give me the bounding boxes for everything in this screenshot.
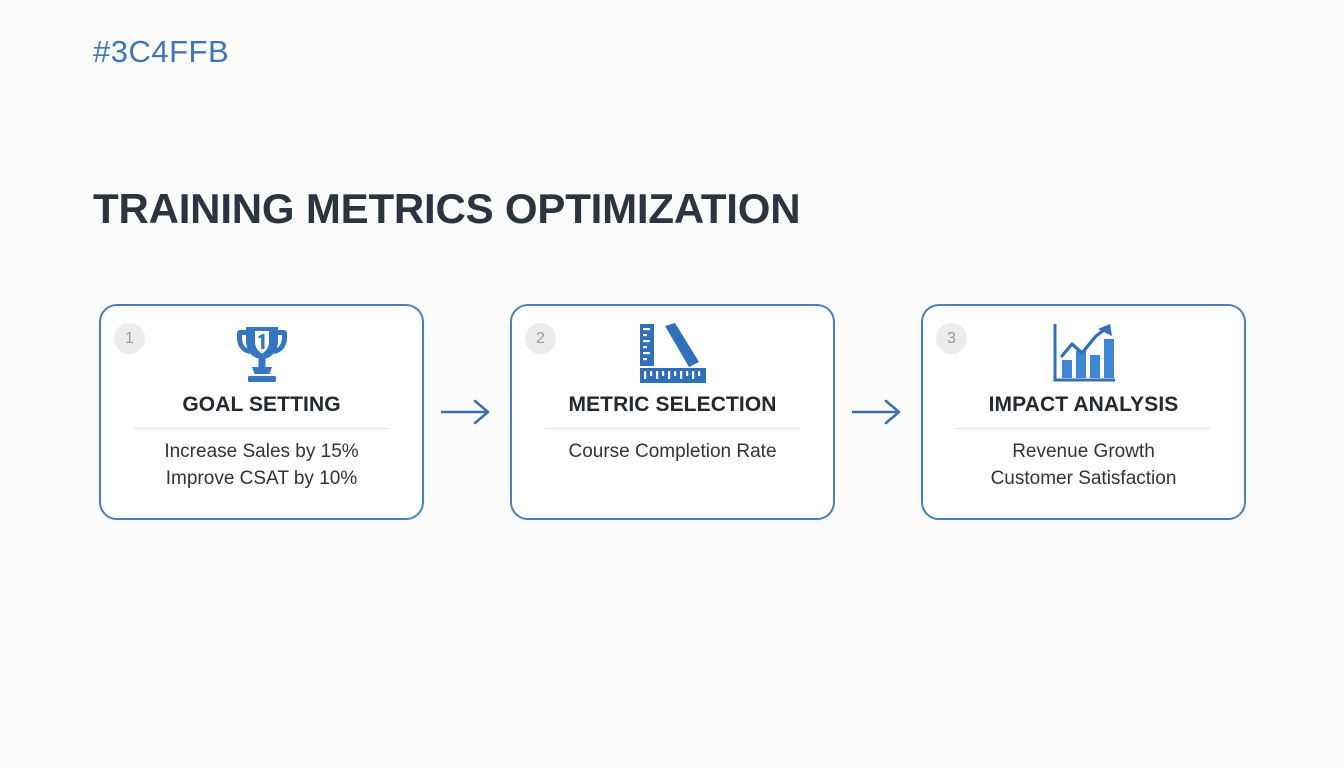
flow-step-title: GOAL SETTING [182,393,341,416]
flow-step-body-line: Course Completion Rate [568,441,777,462]
connector-1 [437,398,497,426]
card-divider [134,428,389,429]
arrow-right-icon [852,399,901,425]
step-number-badge: 1 [114,323,145,354]
arrow-right-icon [441,399,490,425]
flow-step-card-3[interactable]: 3 IMPACT ANALYSIS Revenue Growth Custome… [921,304,1246,520]
flow-step-body-line: Revenue Growth [1012,441,1155,462]
step-number-badge: 3 [936,323,967,354]
card-divider [545,428,800,429]
trophy-icon [232,320,292,388]
flow-step-body: Revenue Growth Customer Satisfaction [977,439,1191,493]
flow-step-card-1[interactable]: 1 GOAL SETTING [99,304,424,520]
card-divider [956,428,1211,429]
flow-step-title: METRIC SELECTION [568,393,777,416]
hex-color-label: #3C4FFB [93,34,230,69]
flow-step-body-line: Increase Sales by 15% [164,441,359,462]
connector-2 [848,398,908,426]
ruler-icon [637,320,709,388]
flow-step-card-2[interactable]: 2 [510,304,835,520]
flow-step-title: IMPACT ANALYSIS [988,393,1179,416]
flow-step-body-line: Improve CSAT by 10% [165,467,358,489]
flow-step-body-line: Customer Satisfaction [990,467,1177,489]
bar-chart-growth-icon [1050,320,1118,388]
page-title: TRAINING METRICS OPTIMIZATION [93,185,801,233]
flow-step-body: Increase Sales by 15% Improve CSAT by 10… [150,439,372,493]
process-flow: 1 GOAL SETTING [99,304,1246,520]
step-number-badge: 2 [525,323,556,354]
flow-step-body: Course Completion Rate [554,439,790,466]
